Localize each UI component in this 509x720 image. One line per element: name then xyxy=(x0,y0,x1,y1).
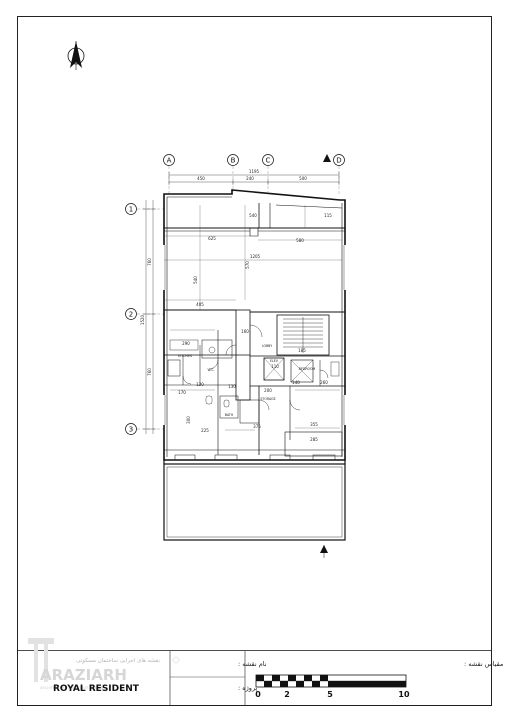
svg-text:3: 3 xyxy=(129,426,133,434)
svg-text:ARAZIARH: ARAZIARH xyxy=(40,666,127,684)
svg-text:375: 375 xyxy=(253,424,261,429)
grid-bubble-1: 1 xyxy=(125,203,137,215)
scale-tick-0: 0 xyxy=(255,690,261,699)
svg-text:A: A xyxy=(167,157,172,165)
svg-text:260: 260 xyxy=(320,380,328,385)
room-bedroom: BEDROOM xyxy=(299,367,316,371)
room-bath: BATH xyxy=(225,413,234,417)
dim-row-1-2: 760 xyxy=(147,258,152,266)
inner-dimension-texts: 540 115 625 580 1205 405 290 160 110 130… xyxy=(178,213,332,442)
svg-text:2: 2 xyxy=(129,311,133,319)
room-wc: W.C. xyxy=(207,368,214,372)
room-storage: STORAGE xyxy=(260,397,275,401)
svg-text:140: 140 xyxy=(292,380,300,385)
dim-row-total: 1520 xyxy=(140,314,145,325)
svg-text:540: 540 xyxy=(193,276,198,284)
svg-text:290: 290 xyxy=(182,341,190,346)
company-logo: ARAZIARH ARCHITECTURE & INTERIOR DESIGN xyxy=(28,638,180,690)
elevator-shaft xyxy=(263,357,285,381)
scale-tick-10: 10 xyxy=(398,690,410,699)
exterior-wall xyxy=(163,189,346,461)
svg-text:625: 625 xyxy=(208,236,216,241)
plan-name-label: نام نقشه : xyxy=(238,660,267,668)
svg-text:ARCHITECTURE & INTERIOR DESIGN: ARCHITECTURE & INTERIOR DESIGN xyxy=(40,686,103,690)
sheet-border xyxy=(17,16,492,706)
svg-text:405: 405 xyxy=(196,302,204,307)
svg-text:580: 580 xyxy=(296,238,304,243)
inner-dimension-lines xyxy=(164,205,342,431)
grid-bubble-d: D xyxy=(333,154,345,166)
svg-text:110: 110 xyxy=(271,364,279,369)
yard-area xyxy=(163,463,346,541)
svg-text:170: 170 xyxy=(178,390,186,395)
svg-text:355: 355 xyxy=(310,422,318,427)
dim-bc: 240 xyxy=(246,176,254,181)
svg-text:570: 570 xyxy=(245,261,250,269)
faded-header: نقشه های اجرایی ساختمان مسکونی xyxy=(76,657,160,664)
svg-text:1: 1 xyxy=(129,206,133,214)
svg-text:185: 185 xyxy=(298,348,306,353)
title-block xyxy=(17,650,492,706)
scale-tick-5: 5 xyxy=(327,690,333,699)
svg-text:120: 120 xyxy=(196,382,204,387)
scale-bar: 0 2 5 10 xyxy=(255,674,410,699)
room-elevator: ELEV xyxy=(270,359,279,363)
grid-bubble-3: 3 xyxy=(125,423,137,435)
stair-core xyxy=(276,314,330,356)
svg-text:D: D xyxy=(336,157,341,165)
svg-text:540: 540 xyxy=(249,213,257,218)
svg-text:300: 300 xyxy=(186,416,191,424)
scale-tick-2: 2 xyxy=(284,690,290,699)
svg-text:200: 200 xyxy=(264,388,272,393)
left-dimensions xyxy=(143,200,156,434)
project-name: ROYAL RESIDENT xyxy=(53,684,140,694)
scale-label: مقیاس نقشه : xyxy=(464,660,503,668)
svg-text:225: 225 xyxy=(201,428,209,433)
svg-text:B: B xyxy=(231,157,236,165)
dim-ab: 450 xyxy=(197,176,205,181)
grid-bubble-2: 2 xyxy=(125,308,137,320)
floor-plan xyxy=(162,189,347,541)
grid-columns: A B C D xyxy=(163,154,345,195)
north-arrow-icon xyxy=(67,41,85,70)
svg-text:C: C xyxy=(266,157,271,165)
svg-text:130: 130 xyxy=(228,384,236,389)
grid-bubble-b: B xyxy=(227,154,239,166)
top-dimensions xyxy=(168,172,340,185)
dim-cd: 500 xyxy=(299,176,307,181)
svg-text:285: 285 xyxy=(310,437,318,442)
grid-rows: 1 2 3 xyxy=(125,203,165,435)
room-labels: KITCHEN W.C. BATH LOBBY BEDROOM STORAGE … xyxy=(178,344,315,417)
section-arrow-icon xyxy=(320,154,331,558)
grid-bubble-a: A xyxy=(163,154,175,166)
svg-text:115: 115 xyxy=(324,213,332,218)
grid-bubble-c: C xyxy=(262,154,274,166)
project-label: پروژه : xyxy=(238,684,258,692)
room-kitchen: KITCHEN xyxy=(178,354,192,358)
dim-overall: 1195 xyxy=(249,169,260,174)
dim-row-2-3: 760 xyxy=(147,368,152,376)
room-lobby: LOBBY xyxy=(262,344,272,348)
svg-text:1205: 1205 xyxy=(250,254,261,259)
svg-text:160: 160 xyxy=(241,329,249,334)
